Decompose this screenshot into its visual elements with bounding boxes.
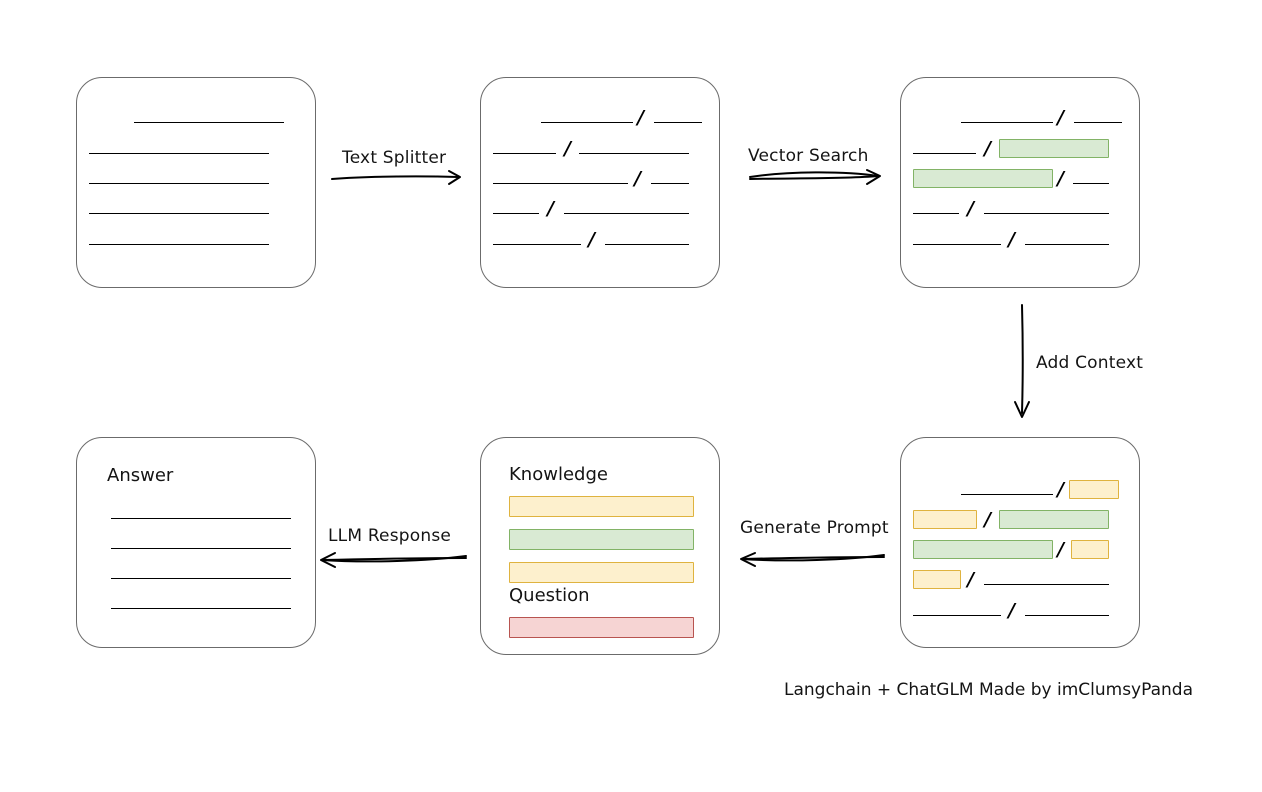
highlight-chip-green[interactable] bbox=[913, 540, 1053, 559]
doc-line bbox=[89, 153, 269, 154]
node-source-document[interactable] bbox=[76, 77, 316, 288]
doc-line bbox=[1025, 615, 1109, 616]
doc-line bbox=[913, 244, 1001, 245]
question-bar[interactable] bbox=[509, 617, 694, 638]
doc-line bbox=[493, 153, 556, 154]
edge-label-generate-prompt: Generate Prompt bbox=[740, 518, 889, 538]
slash-glyph: / bbox=[1057, 106, 1064, 129]
doc-line bbox=[493, 183, 628, 184]
diagram-caption: Langchain + ChatGLM Made by imClumsyPand… bbox=[784, 680, 1193, 700]
doc-line bbox=[111, 608, 291, 609]
slash-glyph: / bbox=[1008, 228, 1015, 251]
prompt-heading-knowledge: Knowledge bbox=[509, 464, 608, 485]
arrow-generate-prompt bbox=[740, 552, 885, 567]
doc-line bbox=[913, 615, 1001, 616]
arrow-add-context bbox=[1014, 304, 1030, 418]
doc-line bbox=[111, 548, 291, 549]
node-split-chunks[interactable]: / / / / / bbox=[480, 77, 720, 288]
doc-line bbox=[111, 578, 291, 579]
arrow-vector-search bbox=[749, 169, 881, 185]
slash-glyph: / bbox=[547, 197, 554, 220]
doc-line bbox=[89, 183, 269, 184]
doc-line bbox=[984, 213, 1109, 214]
node-answer[interactable]: Answer bbox=[76, 437, 316, 648]
knowledge-bar-2[interactable] bbox=[509, 529, 694, 550]
slash-glyph: / bbox=[637, 106, 644, 129]
knowledge-bar-1[interactable] bbox=[509, 496, 694, 517]
slash-glyph: / bbox=[1057, 538, 1064, 561]
highlight-chip-yellow[interactable] bbox=[1069, 480, 1119, 499]
prompt-heading-question: Question bbox=[509, 585, 590, 606]
node-vector-matched-chunks[interactable]: / / / / / bbox=[900, 77, 1140, 288]
slash-glyph: / bbox=[967, 568, 974, 591]
arrow-llm-response bbox=[320, 552, 467, 568]
doc-line bbox=[961, 494, 1053, 495]
doc-line bbox=[493, 213, 539, 214]
doc-line bbox=[134, 122, 284, 123]
doc-line bbox=[564, 213, 689, 214]
knowledge-bar-3[interactable] bbox=[509, 562, 694, 583]
edge-label-vector-search: Vector Search bbox=[748, 146, 869, 166]
edge-label-text-splitter: Text Splitter bbox=[342, 148, 447, 168]
slash-glyph: / bbox=[1057, 478, 1064, 501]
edge-label-llm-response: LLM Response bbox=[328, 526, 452, 546]
highlight-chip-yellow[interactable] bbox=[913, 510, 977, 529]
doc-line bbox=[541, 122, 633, 123]
answer-heading: Answer bbox=[107, 465, 174, 486]
doc-line bbox=[961, 122, 1053, 123]
highlight-chip-yellow[interactable] bbox=[1071, 540, 1109, 559]
slash-glyph: / bbox=[984, 508, 991, 531]
arrow-text-splitter bbox=[331, 170, 461, 185]
slash-glyph: / bbox=[1008, 599, 1015, 622]
highlight-chip-green[interactable] bbox=[999, 139, 1109, 158]
doc-line bbox=[111, 518, 291, 519]
doc-line bbox=[651, 183, 689, 184]
edge-label-add-context: Add Context bbox=[1036, 353, 1144, 373]
slash-glyph: / bbox=[984, 137, 991, 160]
slash-glyph: / bbox=[634, 167, 641, 190]
slash-glyph: / bbox=[564, 137, 571, 160]
doc-line bbox=[89, 244, 269, 245]
doc-line bbox=[493, 244, 581, 245]
slash-glyph: / bbox=[588, 228, 595, 251]
node-context-added-chunks[interactable]: / / / / / bbox=[900, 437, 1140, 648]
node-prompt[interactable]: Knowledge Question bbox=[480, 437, 720, 655]
doc-line bbox=[913, 213, 959, 214]
doc-line bbox=[89, 213, 269, 214]
doc-line bbox=[1074, 122, 1122, 123]
doc-line bbox=[913, 153, 976, 154]
doc-line bbox=[1025, 244, 1109, 245]
highlight-chip-green[interactable] bbox=[913, 169, 1053, 188]
doc-line bbox=[984, 584, 1109, 585]
slash-glyph: / bbox=[967, 197, 974, 220]
doc-line bbox=[1073, 183, 1109, 184]
doc-line bbox=[579, 153, 689, 154]
highlight-chip-yellow[interactable] bbox=[913, 570, 961, 589]
doc-line bbox=[654, 122, 702, 123]
highlight-chip-green[interactable] bbox=[999, 510, 1109, 529]
doc-line bbox=[605, 244, 689, 245]
slash-glyph: / bbox=[1057, 167, 1064, 190]
